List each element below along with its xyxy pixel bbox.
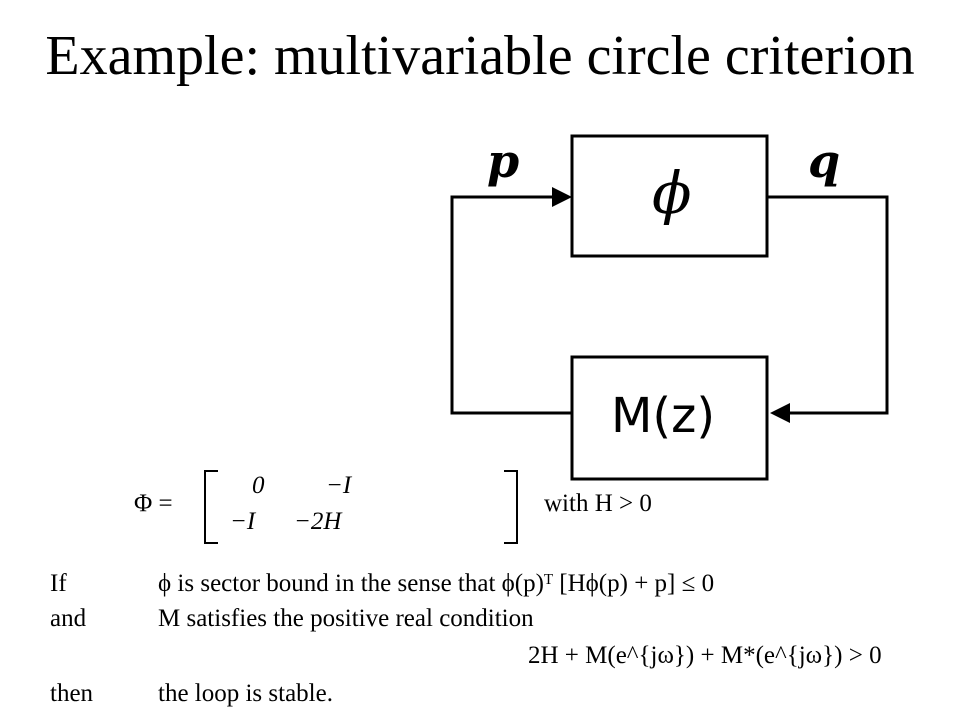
- signal-p-label: p: [487, 134, 520, 188]
- phi-matrix-equation: Φ = 0 −I −I −2H with H > 0: [134, 470, 652, 544]
- slide-title: Example: multivariable circle criterion: [45, 25, 915, 87]
- with-condition: with H > 0: [544, 490, 652, 517]
- signal-q-label: q: [808, 134, 841, 188]
- matrix-cell: −I: [230, 508, 256, 535]
- condition-text-sector: ϕ is sector bound in the sense that ϕ(p)…: [158, 570, 715, 597]
- condition-text-positive-real: M satisfies the positive real condition: [158, 605, 534, 632]
- condition-keyword-and: and: [50, 605, 87, 632]
- signal-p-wire: [450, 195, 572, 415]
- matrix-cell: −2H: [294, 508, 342, 535]
- condition-keyword-then: then: [50, 680, 94, 707]
- arrow-into-phi: [552, 187, 572, 207]
- arrow-into-mz: [770, 403, 790, 423]
- phi-block-label: ϕ: [652, 159, 692, 227]
- matrix-cell: −I: [326, 472, 352, 499]
- left-bracket: [204, 470, 218, 544]
- mz-block: [570, 355, 769, 481]
- positive-real-inequality: 2H + M(e^{jω}) + M*(e^{jω}) > 0: [528, 642, 882, 669]
- condition-keyword-if: If: [50, 570, 67, 597]
- signal-q-wire: [767, 195, 889, 415]
- right-bracket: [504, 470, 518, 544]
- equation-lhs: Φ =: [134, 490, 173, 517]
- conclusion-text: the loop is stable.: [158, 680, 333, 707]
- mz-block-label: M(z): [611, 388, 716, 444]
- matrix-cell: 0: [252, 472, 265, 499]
